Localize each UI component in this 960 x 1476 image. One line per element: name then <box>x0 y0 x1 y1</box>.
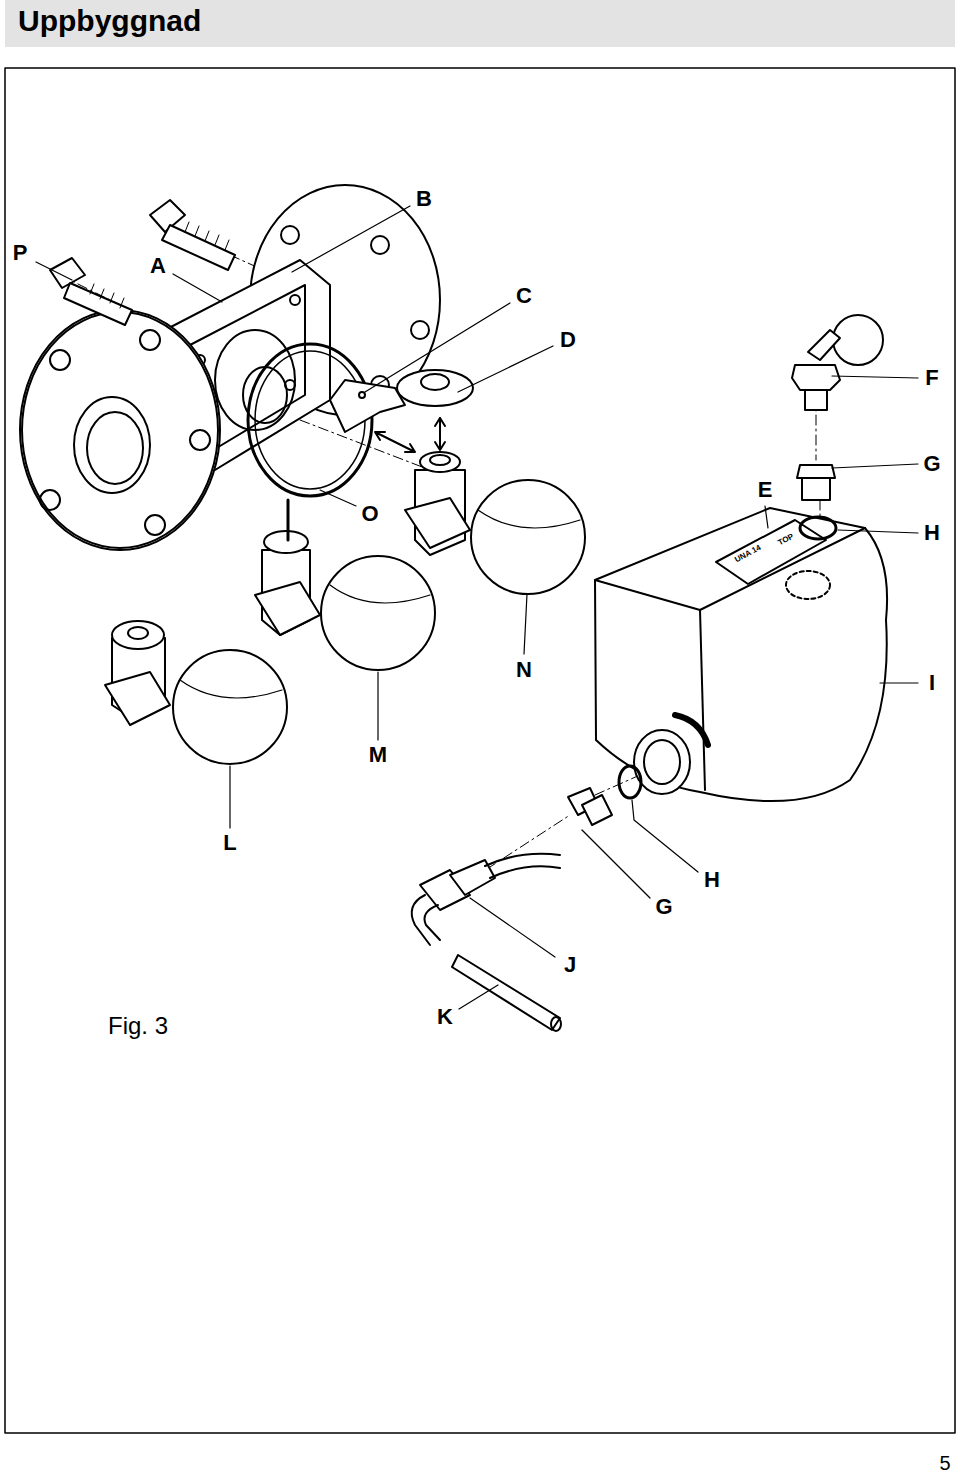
callout-letter: H <box>702 868 722 892</box>
callout-letter: I <box>927 671 937 695</box>
callout-letter: J <box>562 953 578 977</box>
callout-letter: H <box>922 521 942 545</box>
callout-letter: N <box>514 658 534 682</box>
callout-letter: O <box>359 502 380 526</box>
callout-letter: F <box>923 366 940 390</box>
callout-letter: A <box>148 254 168 278</box>
callout-letter: G <box>653 895 674 919</box>
callout-letter: D <box>558 328 578 352</box>
page-title: Uppbyggnad <box>18 4 201 38</box>
page-number: 5 <box>937 1452 952 1474</box>
callout-letter: M <box>367 743 389 767</box>
callout-letter: G <box>921 452 942 476</box>
callout-letter: L <box>221 831 238 855</box>
callout-letter: B <box>414 187 434 211</box>
callout-letter: K <box>435 1005 455 1029</box>
figure-caption: Fig. 3 <box>108 1012 168 1040</box>
callout-letter: P <box>11 241 30 265</box>
callout-letter: E <box>756 478 775 502</box>
callout-letter: C <box>514 284 534 308</box>
